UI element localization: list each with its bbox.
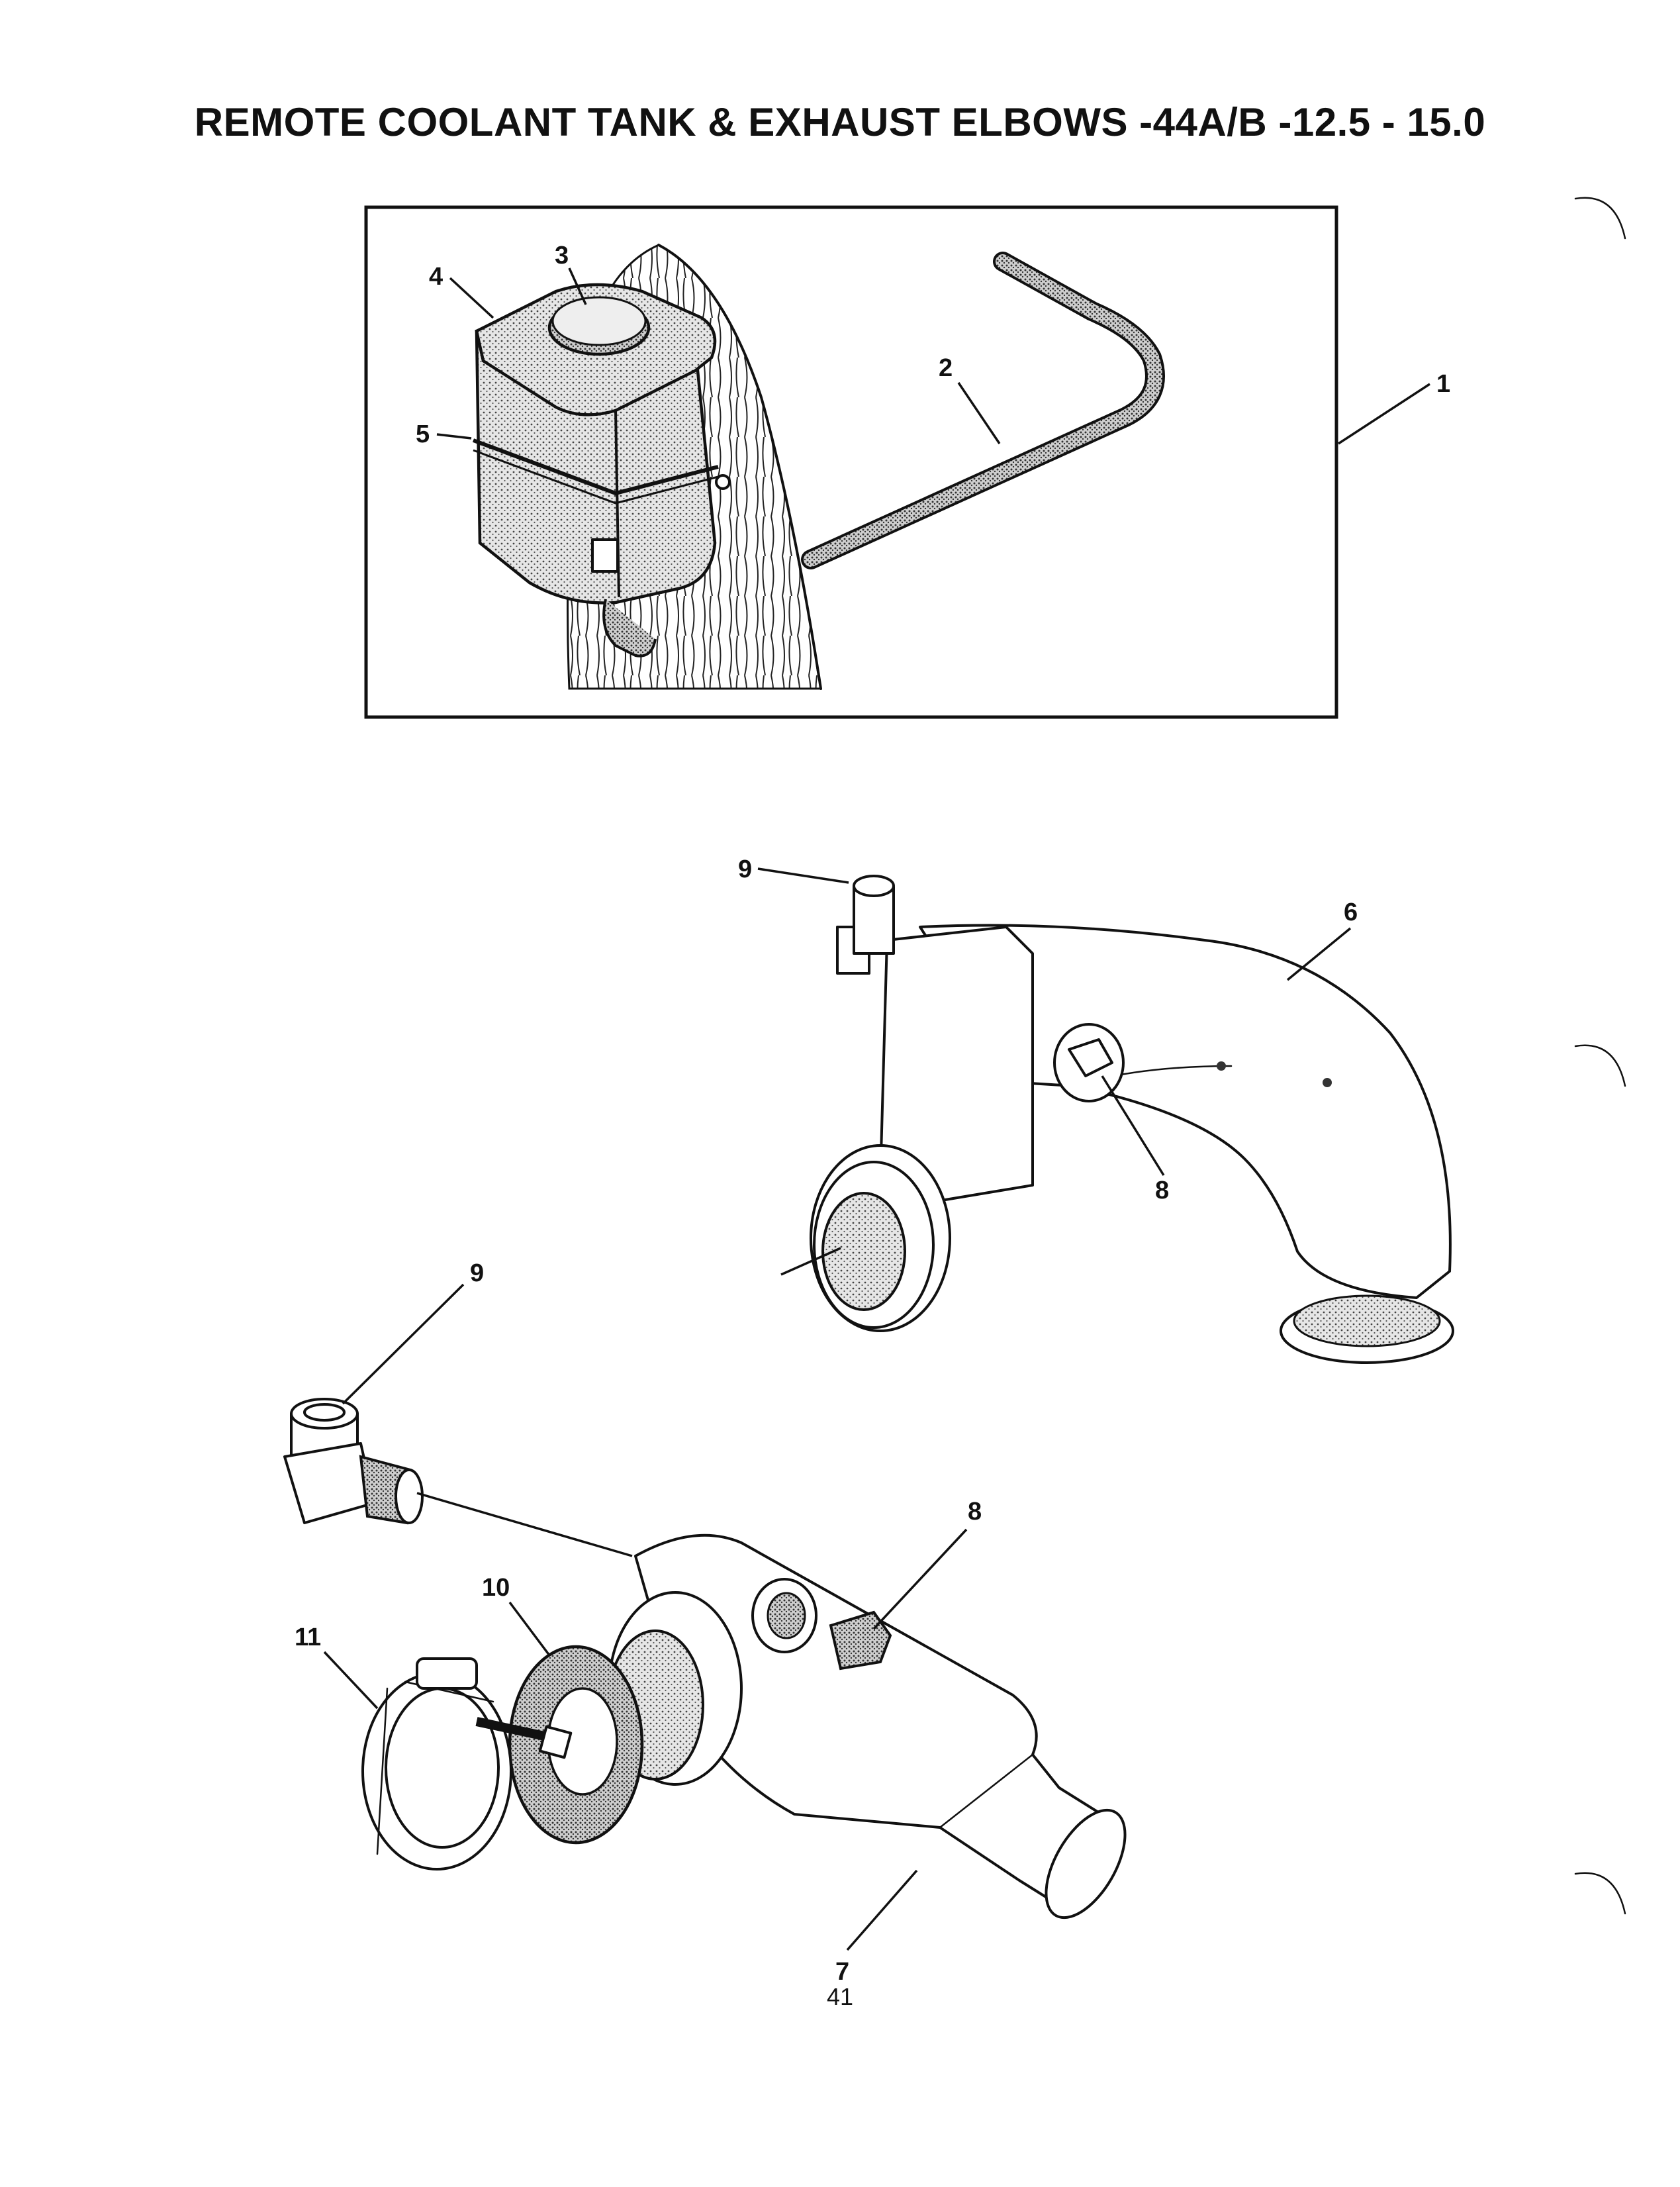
- leader-8-lower: [872, 1528, 968, 1630]
- leader-9-upper: [757, 867, 849, 884]
- leader-2: [957, 382, 1001, 444]
- upper-plug-8: [1068, 1038, 1113, 1077]
- upper-inlet-bore: [821, 1192, 906, 1311]
- upper-fitting-9-opening: [853, 875, 895, 897]
- overflow-hose-outline: [801, 252, 1165, 569]
- leader-inlet: [780, 1247, 841, 1276]
- upper-outlet-bore: [1293, 1294, 1441, 1347]
- binder-hole-bottom: [1574, 1872, 1626, 1915]
- callout-3: 3: [555, 242, 569, 269]
- exhaust-elbow-upper: [810, 875, 1454, 1364]
- callouts-lower-elbow: 9 8 10 11 7: [295, 1259, 982, 1986]
- clamp-housing: [416, 1657, 478, 1690]
- panel-frame: [364, 205, 1338, 719]
- leader-5: [436, 433, 472, 440]
- clamp-band-inner: [385, 1687, 500, 1849]
- leader-9-lower: [342, 1283, 465, 1405]
- fitting-opening: [303, 1403, 346, 1422]
- leader-10: [508, 1601, 551, 1657]
- bulkhead-edge: [657, 244, 822, 690]
- callout-11: 11: [295, 1624, 321, 1651]
- callout-7: 7: [835, 1958, 849, 1986]
- exhaust-clamp-11: [361, 1657, 573, 1871]
- callout-5: 5: [416, 420, 430, 448]
- leader-7: [846, 1869, 918, 1951]
- fitting-thread-end: [395, 1469, 424, 1524]
- lower-elbow-crease: [939, 1753, 1034, 1829]
- leader-3: [568, 267, 587, 305]
- callout-1: 1: [1436, 370, 1450, 398]
- leader-11: [323, 1651, 379, 1710]
- upper-elbow-rivet: [1217, 1061, 1226, 1071]
- lower-outlet-flange: [1045, 1808, 1127, 1920]
- callout-6: 6: [1344, 899, 1358, 926]
- clamp-nut: [538, 1725, 573, 1759]
- exhaust-elbow-lower: [606, 1533, 1127, 1920]
- callout-8-upper: 8: [1155, 1177, 1169, 1204]
- callout-10: 10: [482, 1574, 510, 1602]
- tank-hose-elbow: [602, 599, 657, 657]
- exhaust-gasket-10: [508, 1645, 644, 1845]
- upper-elbow-tube: [919, 924, 1452, 1299]
- callouts-tank: 1 2 3 4 5: [416, 242, 1450, 448]
- tank-hose-nipple: [591, 538, 619, 573]
- leader-1: [1338, 383, 1430, 445]
- callout-8-lower: 8: [968, 1498, 982, 1526]
- callout-9-upper: 9: [738, 855, 752, 883]
- coolant-tank-panel: [364, 205, 1338, 719]
- tank-mounting-strap: [472, 438, 719, 496]
- binder-holes: [1574, 197, 1626, 1915]
- callout-9-lower: 9: [470, 1259, 484, 1287]
- binder-hole-top: [1574, 197, 1626, 240]
- tank-strap-lower-edge: [473, 449, 719, 505]
- callout-2: 2: [939, 354, 953, 382]
- upper-elbow-rivet: [1323, 1078, 1332, 1087]
- binder-hole-middle: [1574, 1044, 1626, 1087]
- callouts-upper-elbow: 9 6 8: [738, 855, 1358, 1276]
- page-title: REMOTE COOLANT TANK & EXHAUST ELBOWS -44…: [194, 100, 1486, 144]
- lower-side-port-thread: [767, 1592, 806, 1639]
- leader-6: [1286, 927, 1352, 981]
- hose-fitting-9-lower: [283, 1398, 633, 1557]
- leader-4: [449, 277, 494, 319]
- tank-cap-top: [551, 296, 647, 346]
- page-number: 41: [826, 1983, 854, 2010]
- strap-screw: [715, 474, 731, 490]
- leader-8-upper: [1101, 1075, 1165, 1176]
- overflow-hose: [804, 254, 1162, 567]
- callout-4: 4: [429, 263, 443, 291]
- fitting-assembly-line: [416, 1492, 633, 1557]
